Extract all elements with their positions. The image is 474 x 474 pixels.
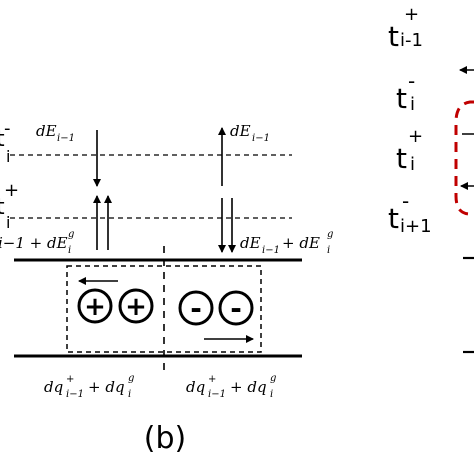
label-flux-fragment: i−1 + dE i g [0, 229, 74, 256]
svg-text:t: t [396, 142, 407, 175]
svg-text:g: g [128, 373, 134, 384]
right-bottom-flux-label: dE i−1 + dE i g [240, 229, 333, 256]
svg-text:i: i [410, 154, 415, 175]
svg-text:+: + [84, 292, 106, 322]
svg-text:+ dq: + dq [230, 378, 267, 396]
right-label-t-i1-minus: t - i+1 [388, 189, 432, 237]
svg-text:+: + [66, 374, 74, 385]
svg-text:t: t [0, 127, 5, 152]
label-t-i-minus: t - i [0, 118, 11, 166]
svg-text:+ dq: + dq [88, 378, 125, 396]
svg-text:i: i [6, 147, 10, 166]
right-label-t-i-minus: t - i [396, 69, 415, 115]
left-charge-label: dq + i−1 + dq i g [44, 373, 134, 400]
positive-charge-1: + [77, 288, 113, 324]
svg-text:+: + [408, 126, 423, 147]
svg-text:-: - [408, 69, 415, 93]
svg-text:i-1: i-1 [400, 30, 423, 51]
svg-text:i: i [410, 94, 415, 115]
svg-text:dE: dE [36, 122, 57, 140]
svg-text:t: t [388, 202, 399, 235]
svg-text:+: + [404, 4, 419, 25]
svg-text:+: + [208, 374, 216, 385]
svg-text:i−1: i−1 [57, 133, 75, 144]
negative-charge-1: - [178, 290, 214, 326]
label-t-i-plus: t + i [0, 180, 19, 232]
svg-text:i: i [270, 389, 273, 400]
svg-text:g: g [68, 229, 74, 240]
svg-text:i−1 + dE: i−1 + dE [0, 234, 68, 252]
panel-label: (b) [144, 421, 186, 456]
svg-text:i−1: i−1 [252, 133, 270, 144]
svg-text:g: g [270, 373, 276, 384]
svg-text:+: + [125, 292, 147, 322]
svg-text:i: i [128, 389, 131, 400]
svg-text:t: t [0, 195, 5, 220]
svg-text:dq: dq [186, 378, 205, 396]
svg-text:-: - [402, 189, 409, 213]
svg-text:i+1: i+1 [400, 216, 432, 237]
svg-text:-: - [230, 292, 242, 325]
charge-region-box [66, 265, 262, 353]
svg-text:t: t [388, 20, 399, 53]
svg-text:i: i [327, 245, 330, 256]
svg-text:i: i [68, 245, 71, 256]
right-label-t-i-plus: t + i [396, 126, 423, 175]
svg-text:t: t [396, 82, 407, 115]
svg-text:i−1: i−1 [262, 245, 280, 256]
svg-text:+: + [4, 180, 19, 201]
right-label-t-i-1-plus: t + i-1 [388, 4, 423, 53]
positive-charge-2: + [118, 288, 154, 324]
svg-text:dE: dE [240, 234, 261, 252]
left-top-flux-label: dE i−1 [36, 122, 75, 144]
right-charge-label: dq + i−1 + dq i g [186, 373, 276, 400]
right-top-flux-label: dE i−1 [230, 122, 270, 144]
svg-text:-: - [190, 292, 202, 325]
svg-text:+ dE: + dE [282, 234, 320, 252]
negative-charge-2: - [218, 290, 254, 326]
svg-text:i−1: i−1 [66, 389, 84, 400]
svg-text:g: g [327, 229, 333, 240]
svg-text:-: - [4, 118, 11, 139]
red-dashed-region [454, 100, 474, 216]
svg-text:i−1: i−1 [208, 389, 226, 400]
svg-text:dq: dq [44, 378, 63, 396]
svg-text:dE: dE [230, 122, 251, 140]
svg-text:i: i [6, 213, 10, 232]
